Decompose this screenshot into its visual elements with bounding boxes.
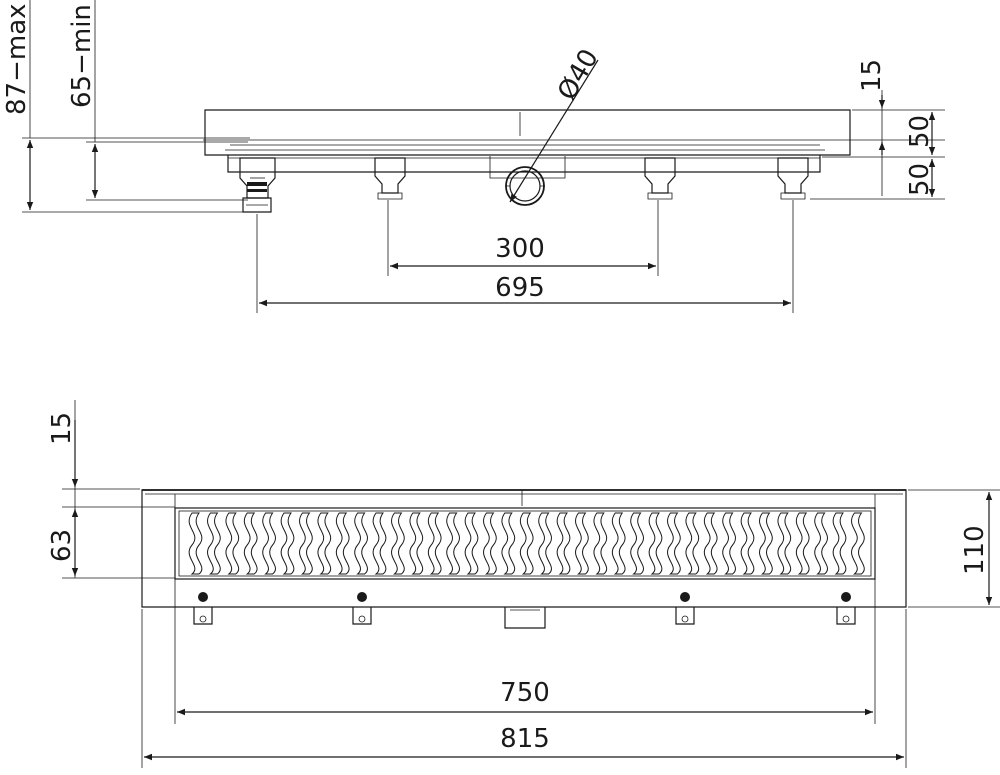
grate-slot bbox=[667, 512, 681, 575]
grate-slot bbox=[851, 512, 865, 575]
grate-slot bbox=[556, 512, 571, 575]
grate-slot bbox=[648, 512, 663, 575]
grate-slot bbox=[501, 512, 516, 575]
grate-slot bbox=[630, 512, 644, 575]
grate-slot bbox=[299, 512, 313, 575]
grate-slot bbox=[703, 512, 718, 575]
grate-slot bbox=[243, 512, 258, 575]
dim-inner-feet-label: 300 bbox=[495, 234, 545, 264]
support-foot-4 bbox=[777, 157, 809, 200]
dim-adjust-min-label: 65−min bbox=[67, 4, 97, 108]
mount-bracket-4 bbox=[836, 592, 856, 625]
grate-slot bbox=[372, 512, 387, 575]
grate-slot bbox=[188, 512, 203, 575]
dim-adjust-max-label: 87−max bbox=[2, 3, 32, 115]
grate-slot bbox=[262, 512, 276, 575]
grate-slot bbox=[519, 512, 534, 575]
dim-right-side: 15 50 50 bbox=[810, 59, 945, 200]
grate-slot bbox=[354, 512, 368, 575]
support-foot-3 bbox=[644, 157, 676, 200]
drain-body-top bbox=[141, 489, 907, 608]
dim-inner-feet: 300 bbox=[387, 200, 659, 276]
grate-slot bbox=[575, 512, 589, 575]
side-view: 87−max 65−min Ø40 15 50 50 bbox=[2, 0, 945, 313]
grate-slot bbox=[225, 512, 240, 575]
grate-slot bbox=[538, 512, 552, 575]
dim-adjust-max: 87−max bbox=[2, 0, 250, 213]
support-foot-1 bbox=[239, 157, 276, 213]
mount-bracket-2 bbox=[352, 592, 372, 625]
grate-slot bbox=[409, 512, 424, 575]
grate-slot bbox=[722, 512, 736, 575]
grate-slot bbox=[427, 512, 442, 575]
grate-slot bbox=[740, 512, 755, 575]
mount-bracket-1 bbox=[193, 592, 213, 625]
grate-slot bbox=[759, 512, 773, 575]
dim-outer-feet-label: 695 bbox=[495, 273, 545, 303]
outlet-stub-top bbox=[504, 607, 546, 629]
grate-slot bbox=[464, 512, 479, 575]
dim-total-length-label: 815 bbox=[500, 724, 550, 754]
dim-total-length: 815 bbox=[141, 609, 907, 768]
wave-grate-pattern bbox=[188, 512, 865, 575]
grate-slot bbox=[777, 512, 792, 575]
grate-slot bbox=[483, 512, 497, 575]
top-view: 15 63 110 750 815 bbox=[47, 400, 1000, 768]
dim-body-height-label: 50 bbox=[905, 115, 935, 148]
outlet-pipe bbox=[505, 166, 545, 206]
dim-adjust-min: 65−min bbox=[67, 0, 248, 201]
grate-slot bbox=[611, 512, 626, 575]
grate-slot bbox=[391, 512, 405, 575]
grate-slot bbox=[446, 512, 460, 575]
grate-slot bbox=[814, 512, 828, 575]
dim-total-width-label: 110 bbox=[960, 525, 990, 575]
dim-edge-top: 15 63 bbox=[47, 400, 175, 579]
grate-slot bbox=[280, 512, 295, 575]
dim-grate-length-label: 750 bbox=[500, 678, 550, 708]
dim-edge-label: 15 bbox=[47, 412, 77, 445]
dim-pipe-diameter-label: Ø40 bbox=[552, 44, 605, 105]
dim-outer-feet: 695 bbox=[256, 200, 794, 313]
grate-slot bbox=[207, 512, 221, 575]
dim-total-width: 110 bbox=[908, 489, 1000, 608]
dim-grate-width-label: 63 bbox=[47, 529, 77, 562]
grate-slot bbox=[335, 512, 350, 575]
drain-body-side bbox=[203, 109, 852, 179]
grate-slot bbox=[317, 512, 332, 575]
grate-slot bbox=[685, 512, 700, 575]
dim-grate-length: 750 bbox=[174, 580, 876, 724]
dim-foot-height-label: 50 bbox=[905, 163, 935, 196]
grate-slot bbox=[593, 512, 608, 575]
mount-bracket-3 bbox=[675, 592, 695, 625]
grate-slot bbox=[795, 512, 810, 575]
dim-grate-thickness-label: 15 bbox=[857, 59, 887, 92]
grate-slot bbox=[832, 512, 847, 575]
support-foot-2 bbox=[374, 157, 406, 200]
